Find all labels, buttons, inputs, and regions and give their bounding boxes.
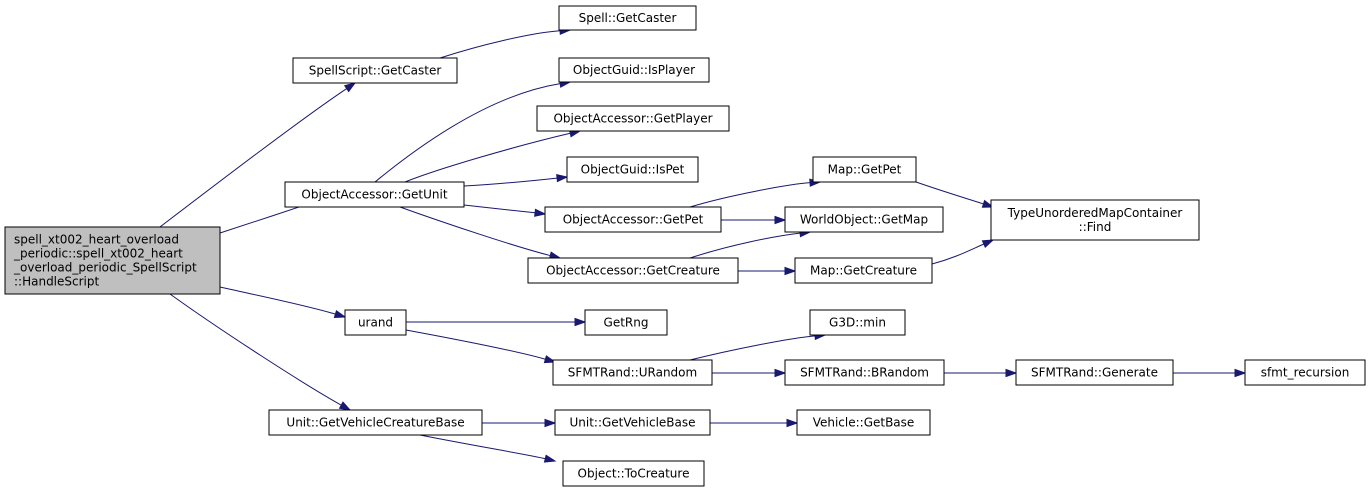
node-label: urand bbox=[358, 316, 393, 330]
node-label: Map::GetPet bbox=[828, 163, 902, 177]
call-edge-objectaccessor-getpet-to-worldobject-getmap bbox=[721, 215, 787, 225]
node-label: ObjectAccessor::GetUnit bbox=[301, 188, 447, 202]
node-label: GetRng bbox=[604, 316, 649, 330]
call-edges bbox=[159, 26, 1247, 463]
call-edge-objectaccessor-getpet-to-map-getpet bbox=[689, 178, 822, 208]
node-label: ObjectAccessor::GetPet bbox=[563, 213, 704, 227]
node-label: Unit::GetVehicleBase bbox=[569, 416, 695, 430]
node-label: SFMTRand::Generate bbox=[1031, 366, 1158, 380]
node-label: spell_xt002_heart_overload bbox=[14, 233, 179, 247]
call-edge-objectaccessor-getunit-to-objectaccessor-getpet bbox=[463, 204, 547, 217]
node-object-tocreature[interactable]: Object::ToCreature bbox=[562, 460, 705, 487]
node-sfmtrand-brandom[interactable]: SFMTRand::BRandom bbox=[784, 359, 945, 386]
node-unit-getvehiclebase[interactable]: Unit::GetVehicleBase bbox=[554, 409, 711, 436]
call-edge-unit-getvehiclebase-to-vehicle-getbase bbox=[710, 418, 799, 428]
node-label: SFMTRand::BRandom bbox=[800, 366, 929, 380]
node-label: ::HandleScript bbox=[14, 275, 100, 289]
node-label: WorldObject::GetMap bbox=[800, 213, 928, 227]
node-typeunorderedmapcontainer-find[interactable]: TypeUnorderedMapContainer::Find bbox=[990, 199, 1200, 241]
node-g3d-min[interactable]: G3D::min bbox=[809, 309, 906, 336]
call-edge-root-to-spellscript-getcaster bbox=[159, 82, 357, 228]
function-nodes: spell_xt002_heart_overload_periodic::spe… bbox=[4, 5, 1366, 487]
node-map-getpet[interactable]: Map::GetPet bbox=[812, 156, 917, 183]
node-label: sfmt_recursion bbox=[1261, 366, 1350, 380]
call-edge-root-to-unit-getvehiclecreaturebase bbox=[169, 293, 352, 411]
node-label: SFMTRand::URandom bbox=[568, 366, 697, 380]
node-spellscript-getcaster[interactable]: SpellScript::GetCaster bbox=[292, 57, 458, 84]
node-objectaccessor-getplayer[interactable]: ObjectAccessor::GetPlayer bbox=[536, 105, 730, 132]
node-root: spell_xt002_heart_overload_periodic::spe… bbox=[4, 226, 221, 295]
node-label: Spell::GetCaster bbox=[579, 11, 677, 25]
node-sfmtrand-generate[interactable]: SFMTRand::Generate bbox=[1015, 359, 1174, 386]
node-map-getcreature[interactable]: Map::GetCreature bbox=[794, 257, 933, 284]
node-spell-getcaster[interactable]: Spell::GetCaster bbox=[558, 5, 697, 31]
node-sfmt-recursion[interactable]: sfmt_recursion bbox=[1244, 359, 1366, 386]
call-edge-sfmtrand-urandom-to-sfmtrand-brandom bbox=[712, 368, 787, 378]
node-label: _periodic::spell_xt002_heart bbox=[13, 247, 183, 261]
node-label: G3D::min bbox=[829, 316, 886, 330]
node-objectaccessor-getpet[interactable]: ObjectAccessor::GetPet bbox=[544, 206, 722, 233]
node-vehicle-getbase[interactable]: Vehicle::GetBase bbox=[796, 409, 931, 436]
call-edge-sfmtrand-urandom-to-g3d-min bbox=[689, 331, 827, 361]
node-label: Map::GetCreature bbox=[810, 264, 917, 278]
node-label: ObjectAccessor::GetPlayer bbox=[553, 112, 712, 126]
node-label: TypeUnorderedMapContainer bbox=[1007, 206, 1183, 220]
node-worldobject-getmap[interactable]: WorldObject::GetMap bbox=[784, 206, 944, 233]
node-unit-getvehiclecreaturebase[interactable]: Unit::GetVehicleCreatureBase bbox=[268, 409, 483, 436]
node-label: ObjectAccessor::GetCreature bbox=[546, 264, 720, 278]
node-objectguid-isplayer[interactable]: ObjectGuid::IsPlayer bbox=[558, 57, 710, 83]
call-edge-root-to-urand bbox=[219, 286, 347, 319]
call-edge-sfmtrand-brandom-to-sfmtrand-generate bbox=[944, 368, 1018, 378]
node-objectguid-ispet[interactable]: ObjectGuid::IsPet bbox=[566, 156, 699, 183]
call-edge-unit-getvehiclecreaturebase-to-object-tocreature bbox=[419, 434, 557, 463]
call-edge-unit-getvehiclecreaturebase-to-unit-getvehiclebase bbox=[482, 418, 557, 428]
node-label: ::Find bbox=[1079, 220, 1112, 234]
node-label: ObjectGuid::IsPet bbox=[581, 163, 685, 177]
node-label: _overload_periodic_SpellScript bbox=[13, 261, 197, 275]
node-urand[interactable]: urand bbox=[344, 309, 407, 336]
call-edge-objectaccessor-getcreature-to-worldobject-getmap bbox=[689, 229, 812, 259]
call-edge-objectaccessor-getunit-to-objectguid-ispet bbox=[463, 173, 569, 187]
call-edge-objectaccessor-getcreature-to-map-getcreature bbox=[737, 266, 797, 276]
call-edge-map-getpet-to-typeunorderedmapcontainer-find bbox=[915, 181, 995, 208]
node-label: Vehicle::GetBase bbox=[813, 416, 915, 430]
node-label: Object::ToCreature bbox=[578, 467, 690, 481]
call-edge-urand-to-sfmtrand-urandom bbox=[405, 329, 557, 364]
node-label: Unit::GetVehicleCreatureBase bbox=[286, 416, 464, 430]
call-edge-sfmtrand-generate-to-sfmt-recursion bbox=[1173, 368, 1247, 378]
node-getrng[interactable]: GetRng bbox=[584, 309, 668, 336]
call-edge-spellscript-getcaster-to-spell-getcaster bbox=[439, 26, 572, 59]
call-edge-urand-to-getrng bbox=[406, 317, 587, 327]
node-label: SpellScript::GetCaster bbox=[309, 64, 442, 78]
node-objectaccessor-getcreature[interactable]: ObjectAccessor::GetCreature bbox=[527, 257, 739, 284]
node-sfmtrand-urandom[interactable]: SFMTRand::URandom bbox=[552, 359, 713, 386]
call-edge-objectaccessor-getunit-to-objectaccessor-getplayer bbox=[404, 129, 582, 183]
node-objectaccessor-getunit[interactable]: ObjectAccessor::GetUnit bbox=[284, 181, 465, 208]
call-edge-map-getcreature-to-typeunorderedmapcontainer-find bbox=[931, 239, 995, 265]
node-label: ObjectGuid::IsPlayer bbox=[573, 63, 695, 77]
